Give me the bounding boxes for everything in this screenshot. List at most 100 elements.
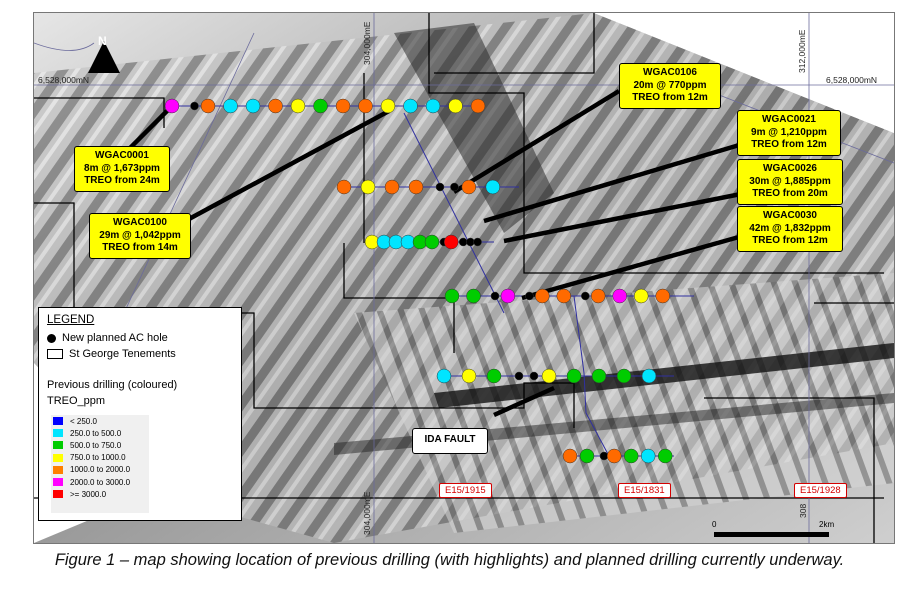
legend-ramp-swatch: [53, 429, 63, 438]
drill-hole-marker: [268, 98, 283, 114]
drill-hole-marker: [500, 288, 516, 304]
planned-hole-marker: [599, 451, 609, 461]
easting-label-top-mid: 304,000mE: [362, 21, 372, 65]
drill-hole-marker: [612, 288, 627, 304]
drill-hole-marker: [461, 368, 477, 384]
callout-hole-id: WGAC0106: [643, 67, 697, 78]
tenement-label-e15-1928: E15/1928: [794, 483, 847, 498]
drill-hole-marker: [448, 98, 463, 114]
drill-hole-marker: [541, 368, 557, 384]
scale-bar-graphic: [714, 532, 829, 537]
planned-hole-marker: [473, 237, 482, 247]
drill-hole-marker: [360, 179, 376, 195]
legend-ramp-swatch: [53, 417, 63, 426]
drill-hole-marker: [436, 368, 452, 384]
legend-ramp-row: >= 3000.0: [51, 488, 149, 500]
legend-ramp-label: 250.0 to 500.0: [70, 428, 122, 438]
legend-ramp-row: < 250.0: [51, 415, 149, 427]
drill-hole-marker: [335, 98, 351, 114]
callout-intercept: 9m @ 1,210ppm: [751, 126, 827, 138]
drill-hole-marker: [408, 179, 424, 195]
callout-hole-id: WGAC0021: [762, 114, 816, 125]
drill-hole-marker: [200, 98, 216, 114]
drill-hole-marker: [606, 448, 622, 464]
drill-hole-marker: [358, 98, 373, 114]
legend-title: LEGEND: [47, 314, 95, 326]
legend-planned-label: New planned AC hole: [62, 332, 168, 344]
north-label: N: [98, 34, 107, 48]
drill-hole-marker: [466, 288, 481, 304]
callout-wgac0001: WGAC0001 8m @ 1,673ppm TREO from 24m: [74, 146, 170, 192]
drill-hole-marker: [485, 179, 501, 195]
planned-hole-marker: [458, 237, 468, 247]
planned-hole-marker: [514, 371, 524, 381]
tenement-label-e15-1831: E15/1831: [618, 483, 671, 498]
callout-depth: TREO from 12m: [751, 139, 827, 150]
northing-label-right: 6,528,000mN: [826, 75, 878, 85]
drill-hole-marker: [164, 98, 180, 114]
drill-hole-marker: [657, 448, 673, 464]
drill-hole-marker: [425, 98, 441, 114]
planned-hole-marker: [525, 291, 534, 301]
drill-hole-marker: [655, 288, 670, 304]
drill-hole-marker: [616, 368, 632, 384]
drill-holes: [164, 98, 673, 464]
callout-wgac0021: WGAC0021 9m @ 1,210ppm TREO from 12m: [737, 110, 841, 156]
scale-end-label: 2km: [819, 520, 835, 529]
drill-hole-marker: [566, 368, 582, 384]
tenement-box-icon: [47, 349, 63, 359]
legend-ramp-row: 2000.0 to 3000.0: [51, 476, 149, 488]
drill-hole-marker: [535, 288, 550, 304]
drill-hole-marker: [562, 448, 578, 464]
legend-field-label: TREO_ppm: [47, 395, 106, 407]
planned-hole-marker: [490, 291, 500, 301]
legend-ramp-swatch: [53, 453, 63, 462]
callout-depth: TREO from 24m: [84, 175, 160, 186]
drill-hole-marker: [623, 448, 639, 464]
planned-hole-marker: [466, 237, 475, 247]
legend-planned-row: New planned AC hole: [47, 332, 168, 344]
drill-hole-marker: [403, 98, 418, 114]
callout-intercept: 20m @ 770ppm: [633, 79, 707, 91]
planned-hole-marker: [190, 101, 199, 111]
drill-hole-marker: [424, 234, 440, 250]
callout-intercept: 30m @ 1,885ppm: [749, 175, 831, 187]
legend-ramp-label: 2000.0 to 3000.0: [70, 477, 131, 487]
callout-hole-id: WGAC0001: [95, 150, 149, 161]
ida-fault-label: IDA FAULT: [412, 428, 488, 454]
drill-hole-marker: [461, 179, 477, 195]
easting-label-bottom: 304,000mE: [362, 491, 372, 535]
callout-wgac0106: WGAC0106 20m @ 770ppm TREO from 12m: [619, 63, 721, 109]
callout-depth: TREO from 12m: [632, 92, 708, 103]
legend: LEGEND New planned AC hole St George Ten…: [38, 307, 242, 521]
legend-ramp-swatch: [53, 465, 63, 474]
callout-wgac0030: WGAC0030 42m @ 1,832ppm TREO from 12m: [737, 206, 843, 252]
callout-hole-id: WGAC0026: [763, 163, 817, 174]
callout-intercept: 42m @ 1,832ppm: [749, 222, 831, 234]
drill-hole-marker: [336, 179, 352, 195]
planned-hole-marker: [435, 182, 445, 192]
drill-hole-marker: [640, 448, 656, 464]
drill-hole-marker: [641, 368, 657, 384]
drill-hole-marker: [556, 288, 572, 304]
callout-intercept: 8m @ 1,673ppm: [84, 162, 160, 174]
north-arrow: N: [84, 34, 124, 80]
drill-hole-marker: [245, 98, 261, 114]
drill-hole-marker: [313, 98, 328, 114]
legend-ramp-label: 1000.0 to 2000.0: [70, 465, 131, 475]
callout-depth: TREO from 12m: [752, 235, 828, 246]
legend-ramp-label: >= 3000.0: [70, 489, 107, 499]
tenement-label-e15-1915: E15/1915: [439, 483, 492, 498]
legend-tenement-label: St George Tenements: [69, 348, 176, 360]
easting-label-bottom-right: 308: [798, 503, 808, 518]
callout-depth: TREO from 14m: [102, 242, 178, 253]
planned-hole-marker: [529, 371, 539, 381]
planned-hole-marker: [450, 182, 459, 192]
legend-ramp-swatch: [53, 478, 63, 487]
legend-ramp-label: < 250.0: [70, 416, 97, 426]
callout-intercept: 29m @ 1,042ppm: [99, 229, 181, 241]
legend-ramp-row: 500.0 to 750.0: [51, 439, 149, 451]
drill-hole-marker: [486, 368, 502, 384]
legend-ramp-row: 1000.0 to 2000.0: [51, 464, 149, 476]
drill-hole-marker: [470, 98, 486, 114]
